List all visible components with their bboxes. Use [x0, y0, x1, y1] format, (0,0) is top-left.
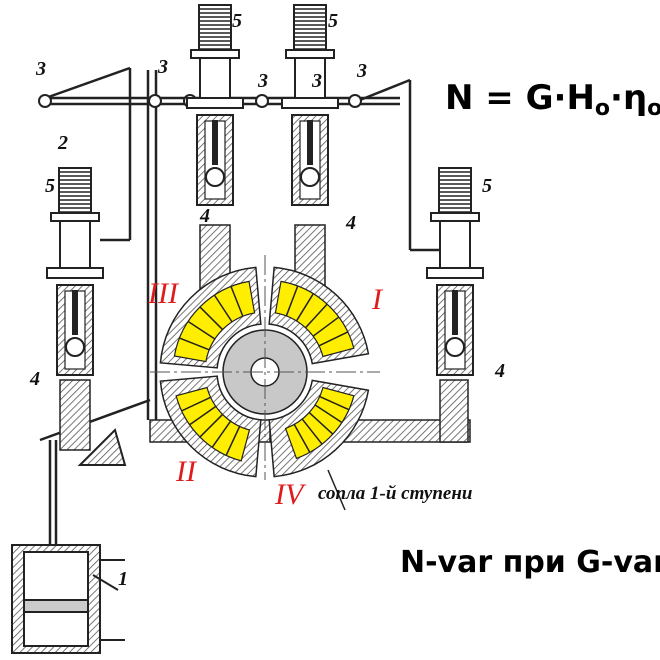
valve-stem [72, 290, 78, 335]
nozzle-vane [318, 331, 349, 347]
nozzle-vane [314, 404, 343, 424]
valve-flange [46, 267, 104, 279]
spring [438, 167, 472, 214]
spring [198, 4, 232, 51]
valve-stem [212, 120, 218, 165]
nozzle-vane [319, 395, 350, 411]
nozzle-vane [189, 405, 217, 426]
nozzle-note: сопла 1-й ступени [318, 483, 473, 504]
caption: N-var при G-var [400, 545, 660, 580]
control-valve [46, 167, 104, 376]
valve-flange [426, 267, 484, 279]
nozzle-vane [308, 411, 334, 435]
valve-stem-housing [199, 57, 231, 99]
nozzle-vane [312, 316, 340, 337]
label-lever: 2 [58, 132, 68, 154]
nozzle-vane [301, 418, 323, 445]
valve-flange [281, 97, 339, 109]
servomotor [11, 544, 125, 654]
spring-plate [430, 212, 480, 222]
label-spring: 5 [45, 175, 55, 197]
power-formula: N = G·Ho·ηoi [445, 78, 660, 121]
control-valve [186, 4, 244, 206]
label-spring: 5 [232, 10, 242, 32]
valve-stem-housing [59, 220, 91, 269]
valve-head [300, 167, 320, 187]
nozzle-vane [225, 426, 241, 456]
nozzle-vane [285, 285, 299, 317]
nozzle-vane [213, 294, 233, 323]
nozzle-vane [293, 424, 311, 453]
nozzle-vane [304, 303, 328, 329]
steam-pipe [439, 379, 469, 443]
spring-plate [285, 49, 335, 59]
valve-stem [452, 290, 458, 335]
lever-system [39, 66, 455, 545]
label-valve: 4 [200, 205, 210, 227]
label-spring: 5 [328, 10, 338, 32]
nozzle-vane [179, 337, 210, 351]
nozzle-vane [295, 293, 314, 322]
label-servomotor: 1 [118, 568, 128, 590]
nozzle-box [59, 224, 471, 480]
group-label-IV: IV [275, 478, 304, 511]
valve-head [205, 167, 225, 187]
valve-stem [307, 120, 313, 165]
nozzle-vane [211, 420, 232, 448]
spring-plate [50, 212, 100, 222]
label-hinge: 3 [357, 60, 367, 82]
label-hinge: 3 [312, 70, 322, 92]
control-valve [426, 167, 484, 376]
lever-support [77, 428, 127, 466]
label-spring: 5 [482, 175, 492, 197]
nozzle-vane [199, 413, 224, 438]
valve-stem-housing [294, 57, 326, 99]
valve-flange [186, 97, 244, 109]
group-label-I: I [372, 283, 382, 316]
label-valve: 4 [346, 212, 356, 234]
label-hinge: 3 [36, 58, 46, 80]
nozzle-vane [230, 286, 244, 317]
valve-stem-housing [439, 220, 471, 269]
label-valve: 4 [30, 368, 40, 390]
steam-pipe [59, 379, 91, 451]
label-hinge: 3 [258, 70, 268, 92]
valve-head [65, 337, 85, 357]
valve-head [445, 337, 465, 357]
nozzle-vane [181, 396, 211, 412]
group-label-II: II [176, 455, 196, 488]
spring-plate [190, 49, 240, 59]
nozzle-leader-line [327, 469, 346, 511]
group-label-III: III [148, 277, 178, 310]
nozzle-vane [187, 320, 216, 340]
control-valve [281, 4, 339, 206]
label-valve: 4 [495, 360, 505, 382]
spring [293, 4, 327, 51]
nozzle-vane [199, 306, 224, 331]
spring [58, 167, 92, 214]
label-hinge: 3 [158, 56, 168, 78]
